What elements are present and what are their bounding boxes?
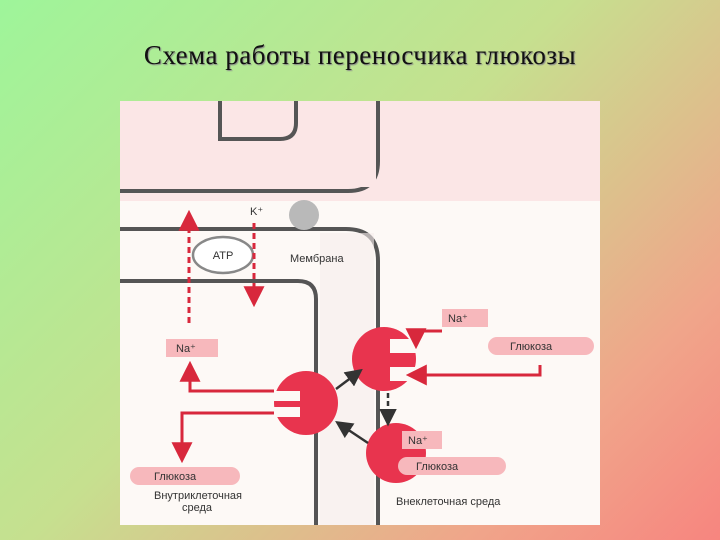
glucose-outer-label: Глюкоза (510, 341, 553, 353)
intracellular-label-1: Внутриклеточная (154, 490, 242, 502)
glucose-binding-arrow (405, 364, 542, 386)
na-outer-box (442, 309, 488, 327)
na-release-arrow (179, 360, 274, 393)
atp-label: ATP (213, 250, 234, 262)
transporter-diagram: K⁺ ATP Мембрана Na⁺ Na⁺ Глюкоза Na⁺ Глюк… (120, 101, 600, 525)
glucose-outer-box (488, 337, 594, 355)
glucose-inner-box (130, 467, 240, 485)
na-inner-label: Na⁺ (176, 343, 196, 355)
membrane-label: Мембрана (290, 253, 344, 265)
slide-title: Схема работы переносчика глюкозы (143, 40, 577, 70)
glucose-bound-box (398, 457, 506, 475)
glucose-bound-label: Глюкоза (416, 461, 459, 473)
cycle-arrow-1 (335, 368, 363, 390)
potassium-label: K⁺ (250, 206, 263, 218)
na-bound-box (402, 431, 442, 449)
potassium-channel (289, 200, 319, 230)
intracellular-label-2: среда (182, 502, 213, 514)
transporter-inward (270, 371, 338, 435)
na-binding-arrow (405, 328, 442, 350)
na-inner-box (166, 339, 218, 357)
na-bound-label: Na⁺ (408, 435, 428, 447)
transporter-outward (352, 327, 420, 391)
glucose-release-arrow (171, 411, 274, 464)
extracellular-label: Внеклеточная среда (396, 496, 501, 508)
cycle-arrow-3 (335, 421, 369, 445)
na-outer-label: Na⁺ (448, 313, 468, 325)
glucose-inner-label: Глюкоза (154, 471, 197, 483)
